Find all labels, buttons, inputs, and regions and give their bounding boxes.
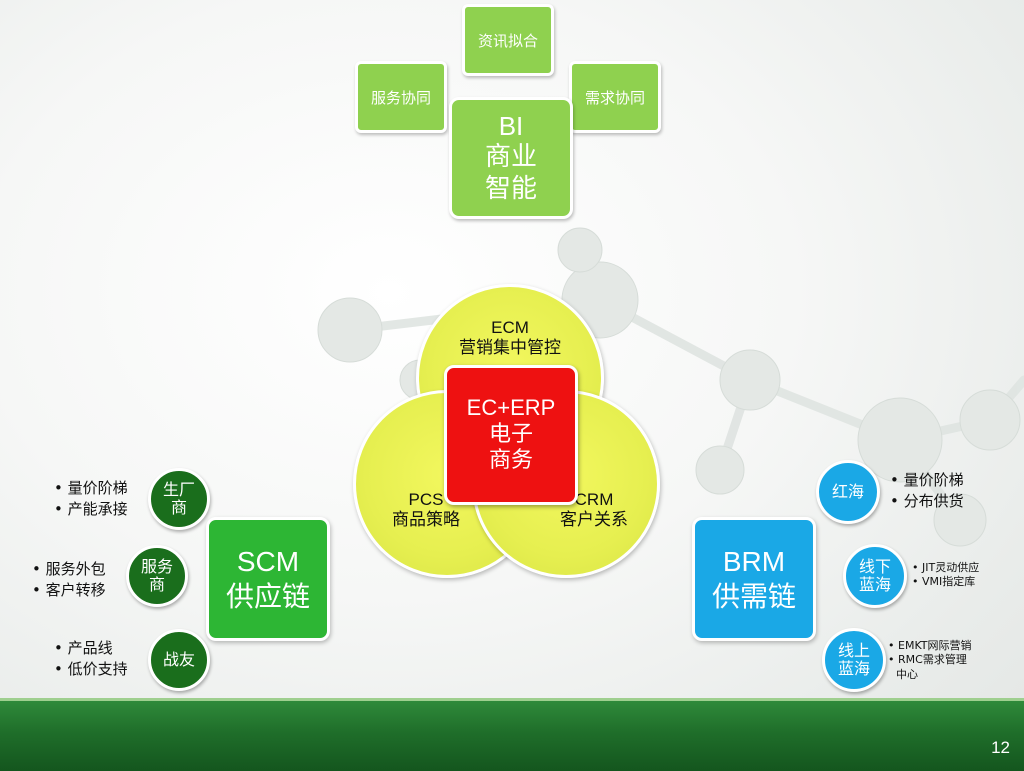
brm-node-online-blue-ocean: 线上 蓝海 xyxy=(822,628,886,692)
brm-node-offline-line1: 线下 xyxy=(858,556,891,576)
bi-service-coop-label: 服务协同 xyxy=(370,88,431,107)
pcs-label: PCS 商品策略 xyxy=(376,490,476,531)
brm-node-red-ocean-line1: 红海 xyxy=(831,481,864,501)
bullet-item: 服务外包 xyxy=(32,559,106,580)
brm-node-offline-bullets: JIT灵动供应 VMI指定库 xyxy=(912,561,979,590)
bullet-item: EMKT网际营销 xyxy=(888,639,972,653)
scm-node-manufacturer: 生厂 商 xyxy=(148,468,210,530)
brm-node-online-bullets: EMKT网际营销 RMC需求管理 中心 xyxy=(888,639,972,682)
scm-node-ally: 战友 xyxy=(148,629,210,691)
scm-node-ally-bullets: 产品线 低价支持 xyxy=(54,638,128,680)
brm-subtitle: 供需链 xyxy=(711,580,796,613)
scm-node-service: 服务 商 xyxy=(126,545,188,607)
bi-info-fitting-label: 资讯拟合 xyxy=(477,31,538,50)
ec-erp-core-box: EC+ERP 电子 商务 xyxy=(444,365,578,505)
bi-center-box: BI 商业 智能 xyxy=(449,97,573,219)
bullet-item: 低价支持 xyxy=(54,659,128,680)
bi-subtitle-1: 商业 xyxy=(484,142,537,173)
bi-demand-coop-box: 需求协同 xyxy=(569,61,661,133)
bullet-item: 客户转移 xyxy=(32,580,106,601)
core-title: EC+ERP xyxy=(466,395,556,421)
brm-node-offline-blue-ocean: 线下 蓝海 xyxy=(843,544,907,608)
brm-node-red-ocean: 红海 xyxy=(816,460,880,524)
bi-info-fitting-box: 资讯拟合 xyxy=(462,4,554,76)
bullet-item: 量价阶梯 xyxy=(54,478,128,499)
brm-node-online-line2: 蓝海 xyxy=(837,659,870,678)
crm-label: CRM 客户关系 xyxy=(544,490,644,531)
bullet-item: VMI指定库 xyxy=(912,575,979,589)
brm-title: BRM xyxy=(722,546,786,577)
core-subtitle-1: 电子 xyxy=(488,421,533,447)
bi-subtitle-2: 智能 xyxy=(484,173,537,204)
page-number: 12 xyxy=(991,738,1010,757)
pcs-title: PCS xyxy=(408,490,444,509)
bi-demand-coop-label: 需求协同 xyxy=(584,88,645,107)
brm-node-online-line1: 线上 xyxy=(837,640,870,660)
scm-node-service-line2: 商 xyxy=(148,575,165,594)
ecm-label: ECM 营销集中管控 xyxy=(436,318,584,359)
bi-service-coop-box: 服务协同 xyxy=(355,61,447,133)
crm-title: CRM xyxy=(574,490,614,509)
core-subtitle-2: 商务 xyxy=(488,448,533,474)
scm-node-service-line1: 服务 xyxy=(140,556,173,576)
bullet-item: 产品线 xyxy=(54,638,128,659)
brm-box: BRM 供需链 xyxy=(692,517,816,641)
brm-node-offline-line2: 蓝海 xyxy=(858,575,891,594)
footer-bar xyxy=(0,698,1024,771)
scm-node-service-bullets: 服务外包 客户转移 xyxy=(32,559,106,601)
bullet-item: RMC需求管理 xyxy=(888,653,972,667)
bullet-item: 产能承接 xyxy=(54,499,128,520)
scm-node-ally-line1: 战友 xyxy=(162,649,195,669)
scm-node-manufacturer-line2: 商 xyxy=(170,498,187,517)
bullet-item: JIT灵动供应 xyxy=(912,561,979,575)
crm-subtitle: 客户关系 xyxy=(560,510,628,531)
bullet-continuation: 中心 xyxy=(896,667,918,681)
scm-node-manufacturer-bullets: 量价阶梯 产能承接 xyxy=(54,478,128,520)
scm-box: SCM 供应链 xyxy=(206,517,330,641)
ecm-title: ECM xyxy=(491,318,529,337)
bullet-item: 分布供货 xyxy=(890,491,964,512)
bullet-item: 量价阶梯 xyxy=(890,470,964,491)
scm-subtitle: 供应链 xyxy=(225,580,310,613)
pcs-subtitle: 商品策略 xyxy=(392,510,460,531)
scm-node-manufacturer-line1: 生厂 xyxy=(162,479,195,499)
scm-title: SCM xyxy=(236,546,300,577)
brm-node-red-ocean-bullets: 量价阶梯 分布供货 xyxy=(890,470,964,512)
ecm-subtitle: 营销集中管控 xyxy=(459,338,561,359)
bi-title: BI xyxy=(498,111,524,142)
